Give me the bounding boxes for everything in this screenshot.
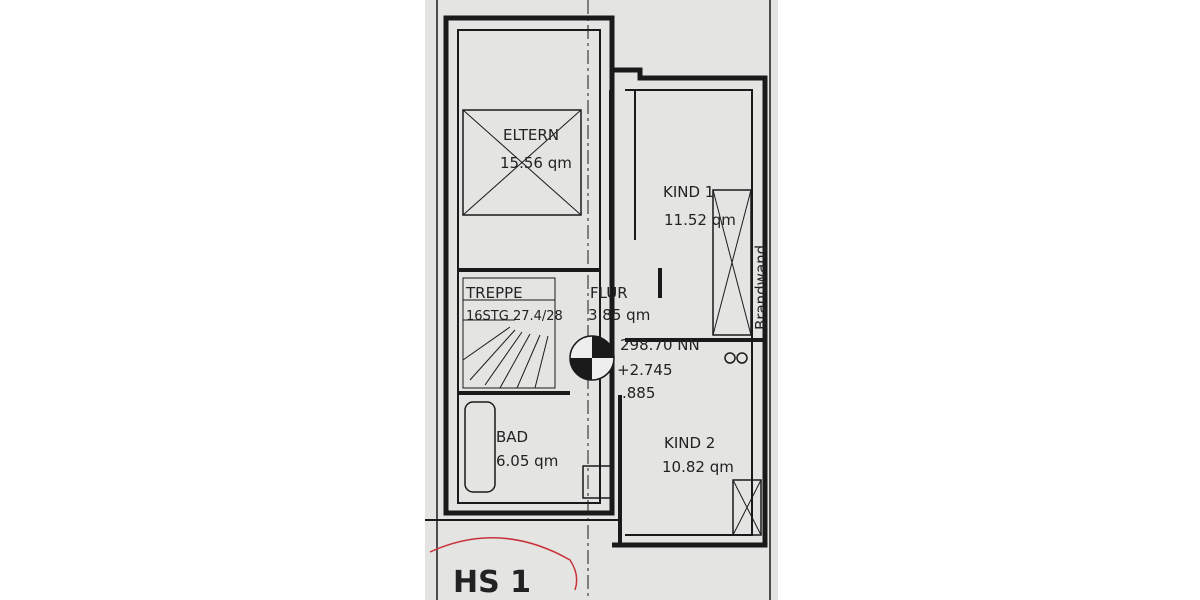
room-name-bad: BAD — [496, 428, 528, 446]
red-mark — [429, 537, 578, 591]
room-name-kind2: KIND 2 — [664, 434, 715, 452]
room-name-kind1: KIND 1 — [663, 183, 714, 201]
room-name-eltern: ELTERN — [503, 126, 559, 144]
staircase — [462, 277, 556, 389]
level-sub: .885 — [622, 384, 655, 402]
level-nn: 298.70 NN — [620, 336, 700, 354]
room-area-bad: 6.05 qm — [496, 452, 558, 470]
bed — [462, 109, 582, 216]
walls — [425, 0, 771, 600]
wall-label: Brandwand — [752, 245, 770, 330]
bathtub — [464, 401, 496, 493]
shower — [582, 465, 612, 499]
room-name-treppe: TREPPE — [465, 284, 523, 302]
room-area-eltern: 15.56 qm — [500, 154, 572, 172]
room-area-kind2: 10.82 qm — [662, 458, 734, 476]
level-height: +2.745 — [617, 361, 673, 379]
stairs-spec: 16STG 27.4/28 — [466, 309, 563, 324]
stove-icon — [724, 352, 736, 364]
room-area-kind1: 11.52 qm — [664, 211, 736, 229]
room-area-flur: 3.85 qm — [588, 306, 650, 324]
level-marker — [569, 335, 615, 381]
stove-icon — [736, 352, 748, 364]
room-name-flur: FLUR — [590, 284, 628, 302]
house-label: HS 1 — [453, 565, 531, 600]
wardrobes — [712, 189, 762, 536]
